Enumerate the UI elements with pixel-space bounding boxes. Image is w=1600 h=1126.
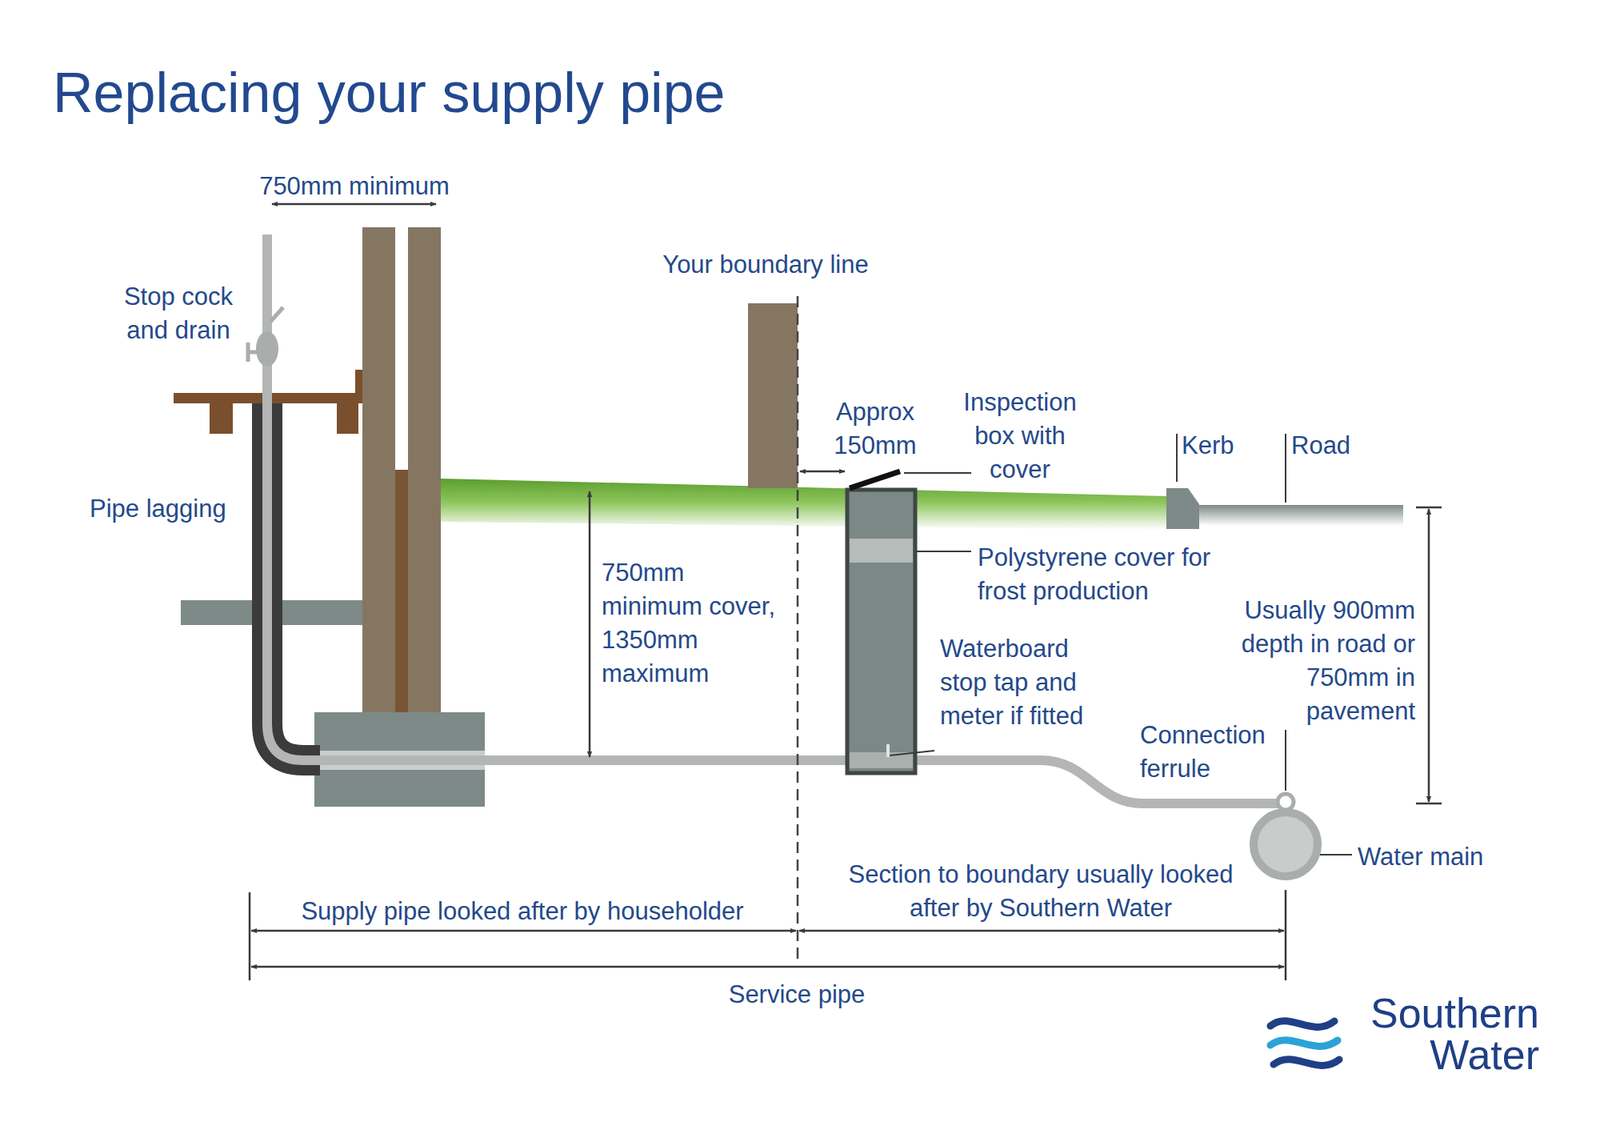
dimension-label: Usually 900mm depth in road or 750mm in … (1235, 593, 1416, 728)
logo-waves (1270, 1020, 1340, 1066)
dimension-label: 750mm minimum (259, 169, 450, 204)
part-label: Kerb (1181, 428, 1234, 463)
inspection-box (847, 471, 916, 773)
logo-text: Southern Water (1339, 992, 1540, 1076)
dimension-label: Approx 150mm (823, 395, 928, 463)
dimension-label: 750mm minimum cover, 1350mm maximum (601, 556, 782, 691)
diagram-title: Replacing your supply pipe (52, 60, 726, 125)
supply-pipe (267, 234, 1278, 804)
dimension-lines (249, 204, 1442, 980)
part-label: Stop cock and drain (110, 280, 247, 348)
part-label: Polystyrene cover for frost production (977, 540, 1218, 608)
responsibility-label: Section to boundary usually looked after… (836, 857, 1245, 925)
part-label: Inspection box with cover (948, 385, 1092, 487)
part-label: Pipe lagging (89, 492, 227, 526)
part-label: Water main (1357, 840, 1484, 874)
responsibility-label: Service pipe (728, 977, 866, 1012)
responsibility-label: Supply pipe looked after by householder (300, 894, 744, 928)
stop-cock (248, 307, 284, 367)
part-label: Connection ferrule (1140, 718, 1292, 786)
boundary-label: Your boundary line (662, 248, 868, 282)
ground (440, 303, 1404, 530)
part-label: Waterboard stop tap and meter if fitted (940, 632, 1100, 733)
part-label: Road (1291, 428, 1351, 463)
water-main (1253, 793, 1318, 876)
